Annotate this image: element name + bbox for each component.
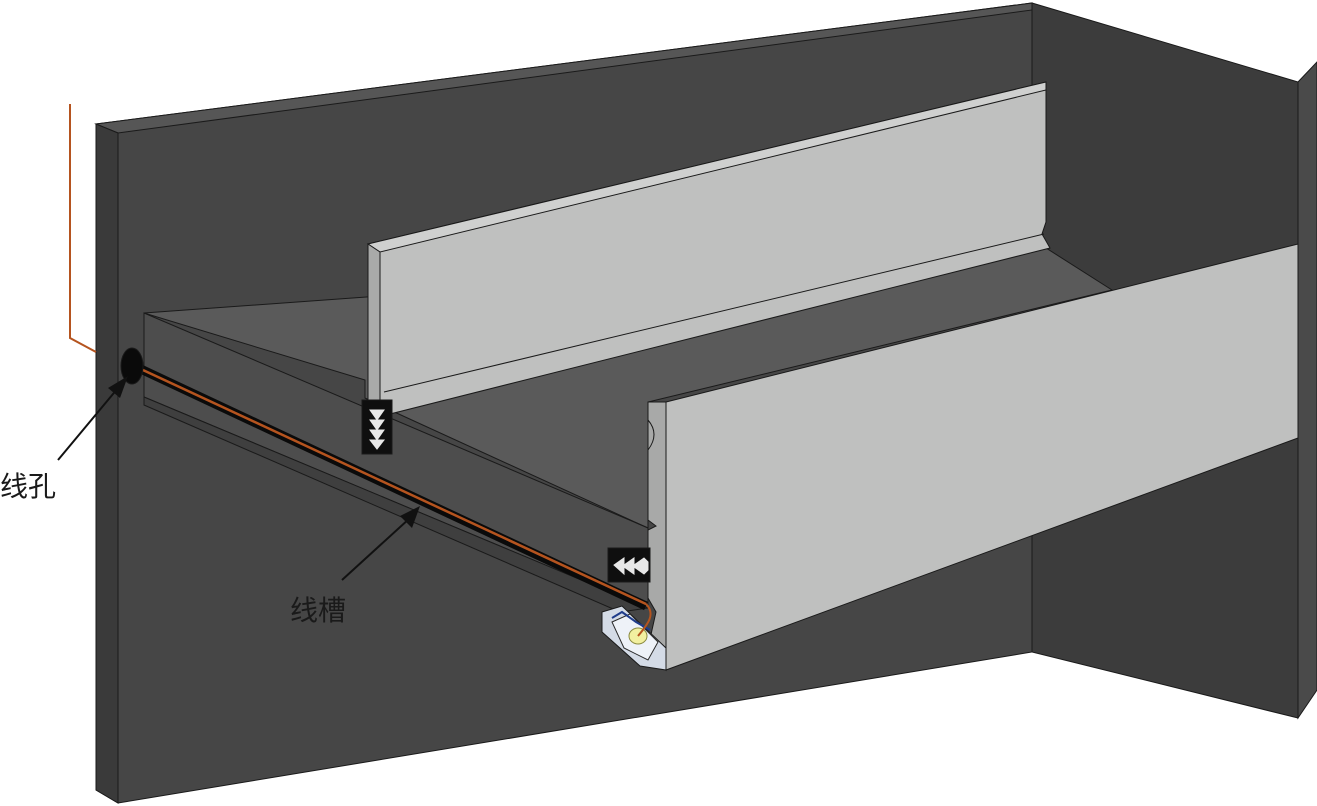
wall-left-edge <box>95 123 119 804</box>
front-profile-notch <box>647 419 655 451</box>
back-profile-edge <box>367 243 381 401</box>
wire-channel-arrowhead-icon <box>400 506 420 528</box>
wire-channel-label: 线槽 <box>290 594 346 627</box>
front-profile <box>647 243 1299 672</box>
back-anchor-screw-icon <box>368 409 386 450</box>
front-profile-inner-face <box>647 401 667 672</box>
back-anchor <box>361 399 393 455</box>
back-profile <box>366 81 1051 417</box>
side-anchor-screw-icon <box>613 557 649 576</box>
wire-hole-leader-line <box>57 387 119 461</box>
led-lead-wire <box>611 610 651 631</box>
wire-channel-leader-line <box>341 517 411 581</box>
wire-in-channel <box>129 362 647 606</box>
wall-right-edge <box>1297 61 1317 720</box>
wire-to-led <box>637 603 652 637</box>
wire-route <box>69 104 652 637</box>
back-profile-inner-line <box>383 233 1045 393</box>
wire-hole-arrowhead-icon <box>108 376 128 398</box>
wire-hole <box>120 347 144 385</box>
side-anchor <box>607 547 651 583</box>
wire <box>69 104 97 353</box>
wire-hole-label: 线孔 <box>0 470 56 503</box>
callouts <box>57 376 420 581</box>
